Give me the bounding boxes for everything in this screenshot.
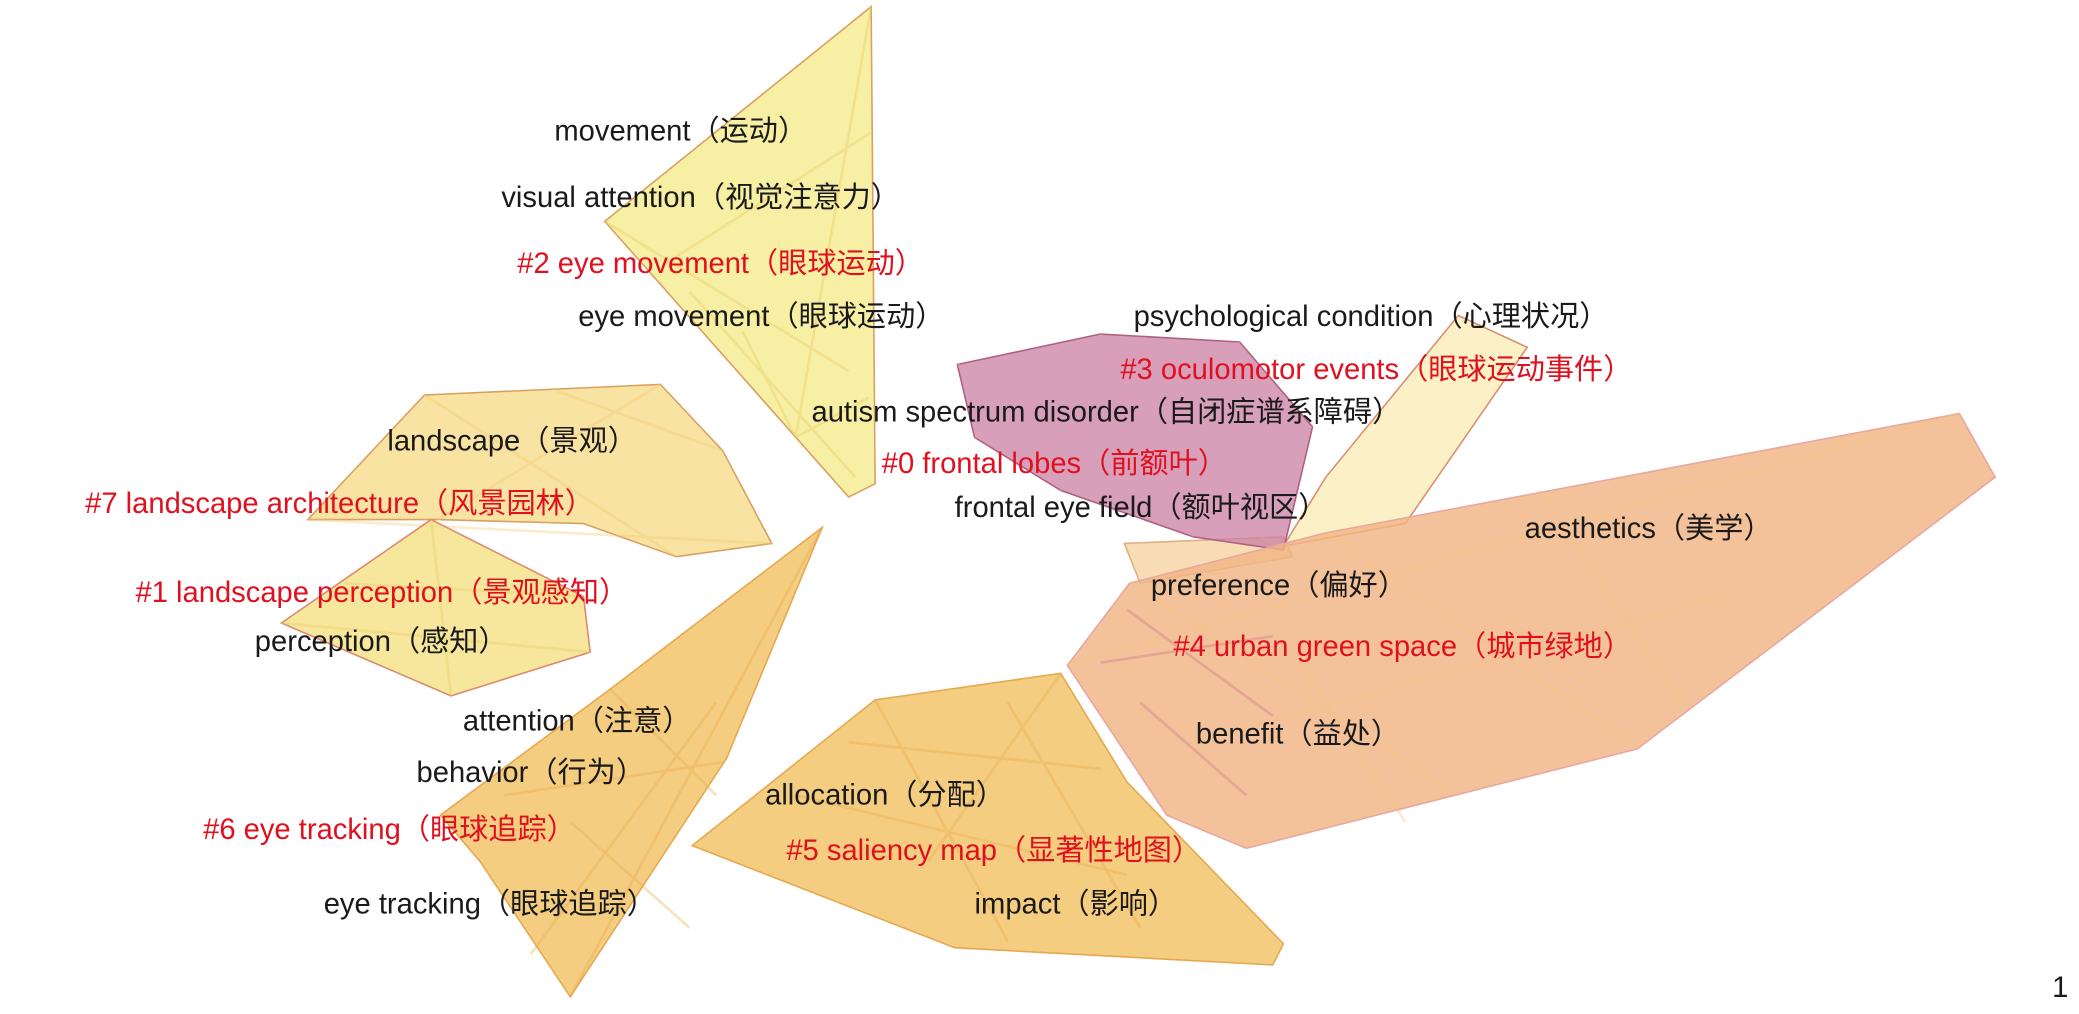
keyword-visual-attention: visual attention（视觉注意力）: [501, 181, 900, 214]
keyword-allocation: allocation（分配）: [765, 780, 1005, 812]
cluster-label-3: #3 oculomotor events（眼球运动事件）: [1120, 353, 1632, 386]
keyword-preference: preference（偏好）: [1151, 569, 1407, 602]
cluster-4-region: [1066, 412, 1997, 850]
cluster-7-region: [305, 383, 773, 558]
cluster-1-region: [279, 518, 592, 697]
keyword-behavior: behavior（行为）: [417, 756, 645, 789]
cluster-label-4: #4 urban green space（城市绿地）: [1173, 630, 1632, 663]
keyword-impact: impact（影响）: [975, 887, 1177, 920]
cluster-6-region: [439, 525, 824, 999]
keyword-frontal-eye-field: frontal eye field（额叶视区）: [955, 491, 1328, 524]
cluster-label-6: #6 eye tracking（眼球追踪）: [203, 813, 576, 846]
keyword-movement: movement（运动）: [554, 116, 807, 148]
keyword-aesthetics: aesthetics（美学）: [1525, 512, 1773, 545]
keyword-benefit: benefit（益处）: [1196, 718, 1400, 751]
keyword-landscape: landscape（景观）: [387, 426, 637, 458]
keyword-eye-tracking: eye tracking（眼球追踪）: [324, 887, 656, 920]
cluster-label-7: #7 landscape architecture（风景园林）: [85, 487, 594, 520]
keyword-autism: autism spectrum disorder（自闭症谱系障碍）: [812, 396, 1402, 429]
keyword-perception: perception（感知）: [255, 625, 508, 658]
cluster-label-1: #1 landscape perception（景观感知）: [136, 576, 629, 609]
keyword-psychological-condition: psychological condition（心理状况）: [1134, 300, 1609, 333]
cluster-5-region: [690, 672, 1285, 966]
cluster-2-region: [603, 4, 876, 499]
cluster-label-2: #2 eye movement（眼球运动）: [517, 247, 924, 280]
cluster-label-0: #0 frontal lobes（前额叶）: [882, 447, 1227, 480]
keyword-attention: attention（注意）: [463, 704, 691, 737]
page-number: 1: [2052, 972, 2068, 1004]
keyword-eye-movement: eye movement（眼球运动）: [578, 300, 944, 333]
cluster-label-5: #5 saliency map（显著性地图）: [786, 834, 1201, 867]
